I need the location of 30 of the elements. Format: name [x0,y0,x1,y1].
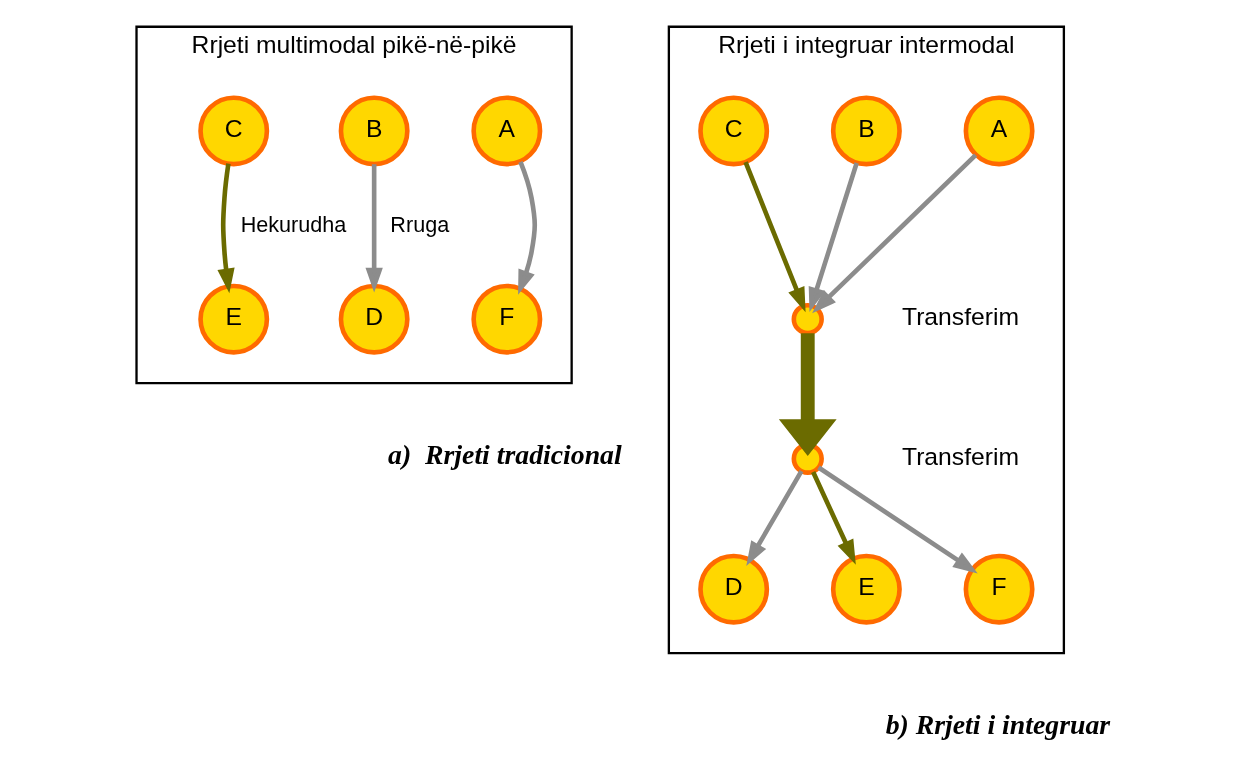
node-circle: C [697,95,769,167]
node-circle: F [963,553,1035,625]
node-circle: E [830,553,902,625]
arrow [816,465,978,574]
arrow [517,161,537,295]
node-circle [791,302,824,336]
node-label: Transferim [901,442,1019,470]
node-circle [791,442,824,475]
arrow [364,164,383,293]
arrow [810,471,856,565]
node-circle: D [338,283,410,355]
arrow [811,153,977,314]
node-circle: A [963,95,1035,167]
arrow [778,333,837,456]
node-circle: C [197,95,269,167]
node-circle: E [197,283,269,355]
node-circle: B [830,95,902,167]
edge-label: Hekurudha [240,211,346,237]
edge-label: Rruga [389,211,449,237]
node-label: Transferim [901,303,1019,331]
arrow [745,470,803,566]
node-circle: B [338,95,410,167]
node-circle: F [470,283,542,355]
node-label: a) Rrjeti tradicional [387,439,622,471]
arrow [742,161,806,313]
node-label: b) Rrjeti i integruar [885,709,1110,741]
arrow [216,163,235,294]
node-circle: D [697,553,769,625]
node-circle: A [470,95,542,167]
arrow [808,162,859,313]
